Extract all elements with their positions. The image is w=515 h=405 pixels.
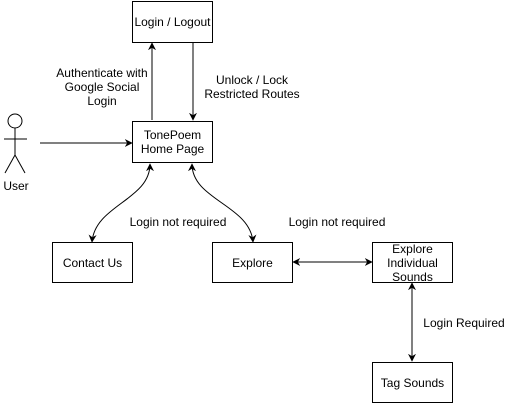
authenticate-label-line3: Login [87,94,117,108]
explore-sounds-node: Explore Individual Sounds [372,241,453,284]
unlock-edge-label: Unlock / Lock Restricted Routes [202,73,302,101]
contact-us-node: Contact Us [52,242,133,283]
authenticate-label-line1: Authenticate with [56,66,148,80]
explore-sounds-label-line3: Sounds [392,269,433,284]
login-required-label: Login Required [419,316,509,330]
user-label: User [3,179,29,193]
tag-sounds-label: Tag Sounds [380,375,445,390]
login-logout-node: Login / Logout [132,1,213,43]
unlock-label-line2: Restricted Routes [204,87,300,101]
login-not-required-explore-label: Login not required [288,215,386,229]
edge-home-contact-us [88,163,154,243]
home-page-label-line2: Home Page [140,142,205,156]
edge-home-explore [188,163,257,243]
user-actor-icon [4,113,27,174]
explore-sounds-label-line2: Individual [387,255,438,270]
authenticate-label-line2: Google Social [64,80,140,94]
contact-us-label: Contact Us [62,255,123,270]
authenticate-edge-label: Authenticate with Google Social Login [52,66,152,108]
tag-sounds-node: Tag Sounds [372,362,453,403]
explore-label: Explore [232,255,273,270]
unlock-label-line1: Unlock / Lock [215,73,289,87]
explore-sounds-label-line1: Explore [392,241,433,256]
login-logout-label: Login / Logout [134,15,211,29]
login-not-required-contact-label: Login not required [129,215,227,229]
home-page-label-line1: TonePoem [143,128,202,142]
home-page-node: TonePoem Home Page [132,121,213,163]
explore-node: Explore [212,242,293,283]
